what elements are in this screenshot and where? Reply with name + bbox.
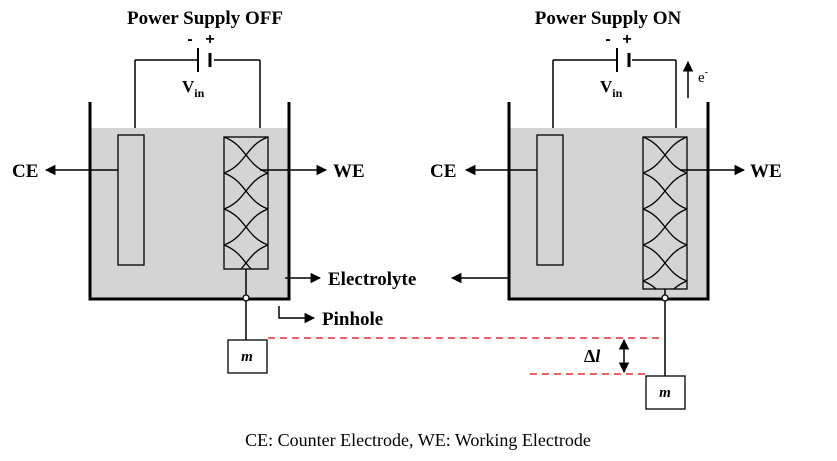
right-vin-label: Vin [600, 77, 623, 100]
right-minus-sign: - [605, 31, 610, 48]
left-we-label: WE [333, 161, 365, 182]
left-ce-label: CE [12, 161, 38, 182]
electrolyte-label: Electrolyte [328, 269, 416, 290]
left-beaker [88, 102, 291, 301]
right-mass-label: m [659, 385, 671, 401]
left-battery-icon [134, 48, 261, 135]
right-battery-icon [552, 48, 677, 135]
left-title: Power Supply OFF [127, 8, 283, 29]
right-ce-label: CE [430, 161, 456, 182]
left-mass-label: m [241, 349, 253, 365]
right-mass [645, 375, 686, 410]
pinhole-label: Pinhole [322, 309, 383, 330]
left-counter-electrode [117, 134, 145, 266]
delta-l-label: Δl [584, 346, 600, 366]
left-setup: Power Supply OFF - + Vin CE WE m [12, 8, 365, 374]
left-mass [227, 339, 268, 374]
right-coil [642, 136, 688, 290]
right-setup: Power Supply ON - + Vin e- CE WE [430, 8, 782, 410]
left-vin-label: Vin [182, 77, 205, 100]
right-title: Power Supply ON [535, 8, 682, 29]
caption: CE: Counter Electrode, WE: Working Elect… [245, 430, 591, 450]
right-plus-sign: + [622, 31, 631, 48]
right-we-label: WE [750, 161, 782, 182]
left-plus-sign: + [205, 31, 214, 48]
right-pinhole [661, 294, 669, 302]
left-pinhole [242, 294, 250, 302]
right-counter-electrode [536, 134, 564, 266]
right-beaker [507, 102, 710, 301]
left-minus-sign: - [187, 31, 192, 48]
pinhole-arrow [278, 306, 316, 324]
left-coil [223, 136, 269, 270]
electron-label: e- [698, 67, 708, 86]
